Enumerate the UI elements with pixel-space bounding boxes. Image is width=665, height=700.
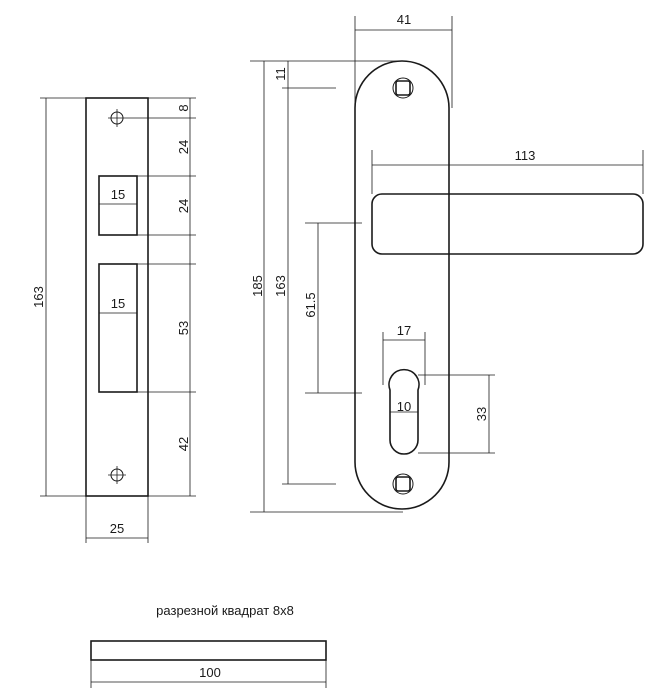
strike-slot2-height-label: 53 xyxy=(176,321,191,335)
lever-length-label: 113 xyxy=(515,148,536,163)
spindle-to-cylinder-label: 61.5 xyxy=(303,292,318,317)
back-plate-outline xyxy=(354,60,450,510)
cylinder-width-dimension: 17 xyxy=(382,323,426,385)
plate-hole-spacing-label: 163 xyxy=(273,275,288,297)
cylinder-height-label: 33 xyxy=(474,407,489,421)
handle-back-plate xyxy=(354,60,450,510)
strike-slot1-width-label: 15 xyxy=(111,187,125,202)
spindle-to-cylinder-dimension: 61.5 xyxy=(303,222,362,394)
plate-width-label: 41 xyxy=(397,12,411,27)
strike-slot-bolt xyxy=(98,263,138,393)
cylinder-cutout xyxy=(388,368,420,455)
spindle-caption: разрезной квадрат 8x8 xyxy=(156,603,294,618)
strike-height-dimension: 163 xyxy=(31,97,86,497)
cylinder-narrow-label: 10 xyxy=(397,399,411,414)
strike-height-label: 163 xyxy=(31,286,46,308)
strike-slot2-width-label: 15 xyxy=(111,296,125,311)
cylinder-height-dimension: 33 xyxy=(418,374,495,454)
plate-height-label: 185 xyxy=(250,275,265,297)
plate-height-dimensions: 185 163 11 xyxy=(250,60,403,513)
strike-slot1-height-label: 24 xyxy=(176,199,191,213)
strike-top-screw-hole xyxy=(108,109,126,127)
lever-handle xyxy=(371,193,644,255)
cylinder-narrow-dimension: 10 xyxy=(390,399,418,414)
spindle-bar xyxy=(90,640,327,661)
strike-plate-body xyxy=(85,97,149,497)
strike-width-dimension: 25 xyxy=(85,496,149,543)
strike-top-hole-label: 8 xyxy=(176,104,191,111)
plate-width-dimension: 41 xyxy=(354,12,453,108)
lever-length-dimension: 113 xyxy=(371,148,644,194)
plate-top-hole-label: 11 xyxy=(273,67,288,81)
plate-top-square-hole xyxy=(392,77,414,99)
strike-bottom-screw-hole xyxy=(108,466,126,484)
strike-slot-latch xyxy=(98,175,138,236)
strike-plate xyxy=(85,97,149,497)
strike-gap-label: 24 xyxy=(176,140,191,154)
plate-bottom-square-hole xyxy=(392,473,414,495)
strike-width-label: 25 xyxy=(110,521,124,536)
spindle-length-label: 100 xyxy=(199,665,221,680)
strike-bottom-label: 42 xyxy=(176,437,191,451)
cylinder-width-label: 17 xyxy=(397,323,411,338)
strike-chain-dimension: 8 24 24 53 42 xyxy=(126,97,196,497)
strike-slot-width-dimensions: 15 15 xyxy=(99,187,137,314)
spindle-length-dimension: 100 xyxy=(90,660,327,688)
